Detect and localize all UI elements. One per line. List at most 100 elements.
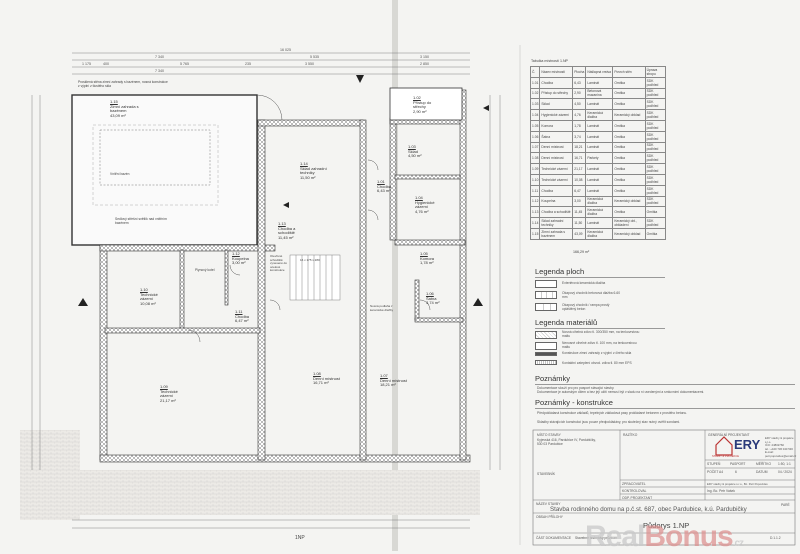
company-contact: ERY stavby & projekce s.r.o.IČO: 2480276… <box>765 436 797 458</box>
walls <box>99 89 471 463</box>
pool-outline <box>99 129 211 186</box>
project-name: Stavba rodinného domu na p.č.st. 687, ob… <box>550 506 747 513</box>
section-arrow <box>473 298 483 306</box>
date-label: DATUM <box>756 470 768 474</box>
project-name-label: NÁZEV STAVBY <box>536 502 561 506</box>
table-cell: Keramická dlažba <box>585 109 614 121</box>
table-cell: Chodba a schodiště <box>539 206 574 219</box>
table-cell: Komora <box>539 119 574 132</box>
table-cell: SDK podhled <box>644 163 667 175</box>
sheet-label: PARÉ <box>781 503 790 507</box>
table-cell: SDK podhled <box>644 76 667 89</box>
section-arrow <box>78 298 88 306</box>
table-cell: 21,17 <box>572 163 587 175</box>
table-cell: SDK podhled <box>644 87 667 100</box>
company-logo-house-icon <box>715 436 733 456</box>
legend-item: Konstrukce zimní zahrady z výplní z čiré… <box>562 351 632 355</box>
table-cell: 3,00 <box>572 195 587 208</box>
table-cell: Omítka <box>612 76 646 89</box>
legend-item: Nenosné cihelné zdivo tl. 100 mm, na ten… <box>562 341 637 349</box>
floor-note: Nosná podlaha z keramické dlažby <box>370 304 394 312</box>
column-header: Č. <box>529 66 541 78</box>
dimension-total: 16 025 <box>280 48 291 52</box>
table-cell: Denní místnost <box>539 141 574 154</box>
table-cell: Keramická dlažba <box>585 195 614 208</box>
exterior-paving-bottom <box>80 470 480 515</box>
dimension: 7 340 <box>155 69 164 73</box>
table-cell: 1.08 <box>529 152 541 165</box>
table-cell: Laminát <box>585 130 614 143</box>
table-cell: Keramická dlažba <box>585 227 614 240</box>
checked-label: KONTROLOVAL <box>622 489 647 493</box>
table-cell: Sklad zahradní techniky <box>539 217 574 229</box>
table-cell: Laminát <box>585 141 614 154</box>
table-cell: 6,43 <box>572 76 587 89</box>
table-cell: Betonová mazanina <box>585 87 614 100</box>
roof-access-room <box>389 87 463 121</box>
table-cell: SDK podhled <box>644 141 667 154</box>
table-cell: Přístup do střechy <box>539 87 574 100</box>
column-header: Nášlapná vrstva <box>585 66 614 78</box>
prepared-label: ZPRACOVATEL <box>622 482 646 486</box>
table-cell: 18,21 <box>572 141 587 154</box>
watermark-logo: RealBonus.cz <box>585 520 744 553</box>
table-cell: Šatna <box>539 130 574 143</box>
table-cell: Keramická dlažba <box>585 206 614 219</box>
table-cell: 1.09 <box>529 163 541 175</box>
company-logo-subtitle: STAVBY & PROJEKCE <box>712 455 739 458</box>
door-swings <box>187 94 431 343</box>
table-cell: 3,74 <box>572 130 587 143</box>
floor-label: 1NP <box>295 535 305 541</box>
legend-swatch <box>535 280 557 288</box>
table-cell: Denní místnost <box>539 152 574 165</box>
table-cell: Omítka <box>644 206 667 219</box>
legend-swatch <box>535 342 557 350</box>
designer-label: GENERÁLNÍ PROJEKTANT <box>708 433 750 437</box>
room-table-total: 166,29 m² <box>573 250 590 254</box>
table-cell: 1.05 <box>529 119 541 132</box>
dimension: 3 550 <box>305 62 314 66</box>
legend-areas-title: Legenda ploch <box>535 267 585 276</box>
chief-designer-label: ODP. PROJEKTANT <box>622 496 653 500</box>
table-cell: Omítka <box>612 141 646 154</box>
legend-swatch <box>535 303 557 311</box>
dimension: 2 850 <box>420 62 429 66</box>
dimension: 235 <box>245 62 251 66</box>
dimension: 5 535 <box>310 55 319 59</box>
column-header: Úprava stropu <box>644 66 667 78</box>
table-cell: 1.01 <box>529 76 541 89</box>
table-cell: 16,71 <box>572 152 587 165</box>
table-cell: Omítka <box>612 163 646 175</box>
table-cell: Omítka <box>612 152 646 165</box>
table-cell: Laminát <box>585 98 614 111</box>
table-cell: 10,08 <box>572 173 587 186</box>
table-cell: 43,09 <box>572 227 587 240</box>
table-cell: 1.07 <box>529 141 541 154</box>
boiler-label: Plynový kotel <box>195 268 215 272</box>
legend-swatch <box>535 331 557 339</box>
site-label: MÍSTO STAVBY <box>537 433 561 437</box>
table-cell: Keramický obklad <box>612 195 646 208</box>
prepared-value: ERY stavby & projekce s.r.o., Bc. Petr P… <box>707 482 768 486</box>
table-cell: 1.04 <box>529 109 541 121</box>
table-cell: Keramický obklad <box>612 227 646 240</box>
table-cell: Laminát <box>585 119 614 132</box>
